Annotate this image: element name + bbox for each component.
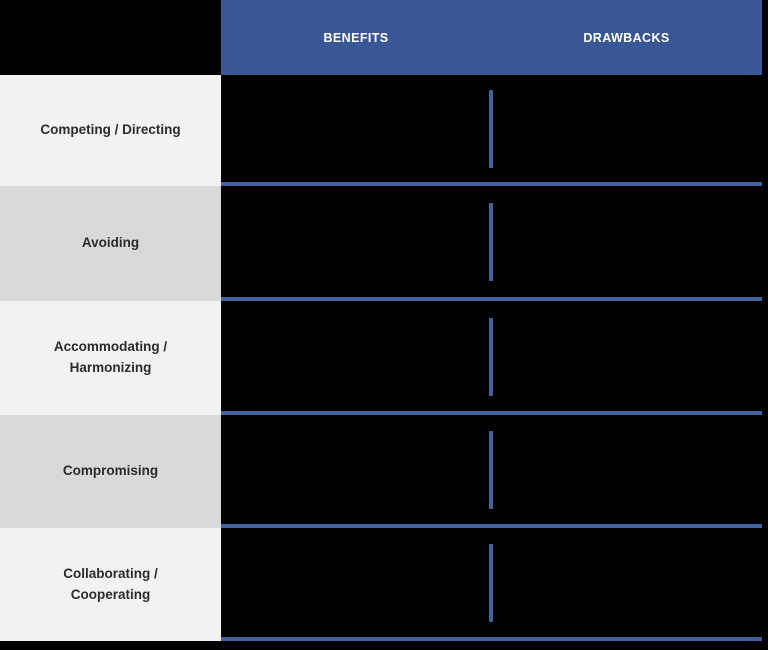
column-header-benefits: BENEFITS <box>323 30 389 45</box>
column-divider-line <box>489 203 493 281</box>
cell-benefits <box>221 301 489 415</box>
header-right-gap <box>762 0 768 75</box>
cell-drawbacks <box>493 186 768 301</box>
row-label-accommodating-harmonizing: Accommodating / Harmonizing <box>0 301 221 415</box>
column-divider-line <box>489 544 493 622</box>
bottom-strip <box>0 641 768 650</box>
row-separator-line <box>221 524 762 528</box>
table-row-compromising: Compromising <box>0 415 768 528</box>
column-divider-line <box>489 90 493 168</box>
table-row-accommodating-harmonizing: Accommodating / Harmonizing <box>0 301 768 415</box>
row-content <box>221 415 768 528</box>
table-header-row: BENEFITS DRAWBACKS <box>0 0 768 75</box>
table-row-avoiding: Avoiding <box>0 186 768 301</box>
table-row-collaborating-cooperating: Collaborating / Cooperating <box>0 528 768 641</box>
column-divider-line <box>489 317 493 396</box>
row-separator-line <box>221 637 762 641</box>
cell-benefits <box>221 75 489 186</box>
row-separator-line <box>221 297 762 301</box>
row-content <box>221 186 768 301</box>
row-separator-line <box>221 411 762 415</box>
column-header-bar: BENEFITS DRAWBACKS <box>221 0 762 75</box>
cell-drawbacks <box>493 528 768 641</box>
cell-benefits <box>221 528 489 641</box>
cell-drawbacks <box>493 301 768 415</box>
row-content <box>221 301 768 415</box>
row-separator-line <box>221 182 762 186</box>
cell-drawbacks <box>493 75 768 186</box>
cell-benefits <box>221 415 489 528</box>
corner-cell <box>0 0 221 75</box>
row-label-avoiding: Avoiding <box>0 186 221 301</box>
row-label-competing-directing: Competing / Directing <box>0 75 221 186</box>
table-row-competing-directing: Competing / Directing <box>0 75 768 186</box>
row-content <box>221 528 768 641</box>
row-label-collaborating-cooperating: Collaborating / Cooperating <box>0 528 221 641</box>
cell-drawbacks <box>493 415 768 528</box>
cell-benefits <box>221 186 489 301</box>
column-divider-line <box>489 431 493 509</box>
row-label-compromising: Compromising <box>0 415 221 528</box>
row-content <box>221 75 768 186</box>
column-header-drawbacks: DRAWBACKS <box>583 30 670 45</box>
